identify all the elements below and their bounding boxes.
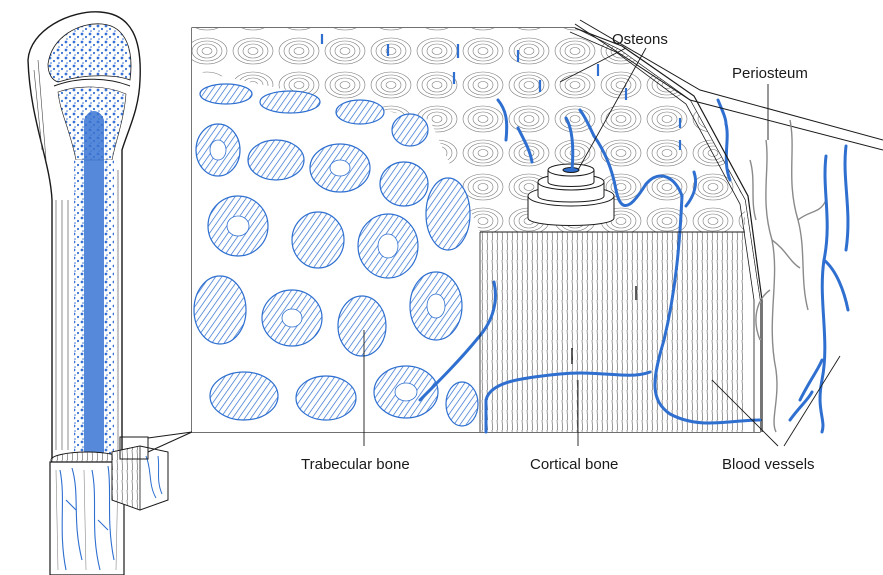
osteons-label: Osteons: [612, 31, 668, 48]
blood-vessels-leader-2: [784, 356, 840, 446]
endosteum-right: [104, 160, 114, 460]
periosteum-label: Periosteum: [732, 65, 808, 82]
cortical-bone-label: Cortical bone: [530, 456, 618, 473]
long-bone-illustration: [28, 12, 168, 575]
enlarged-bone-section: [192, 28, 762, 432]
blood-vessels-label: Blood vessels: [722, 456, 815, 473]
cortical-region: [480, 232, 745, 432]
trabecular-bone-label: Trabecular bone: [301, 456, 410, 473]
section-wedge-face: [112, 446, 140, 510]
periosteum-region: [745, 200, 760, 432]
medullary-cavity: [84, 111, 104, 460]
zoom-connector-lines: [148, 432, 192, 452]
endosteum-left: [74, 160, 84, 460]
